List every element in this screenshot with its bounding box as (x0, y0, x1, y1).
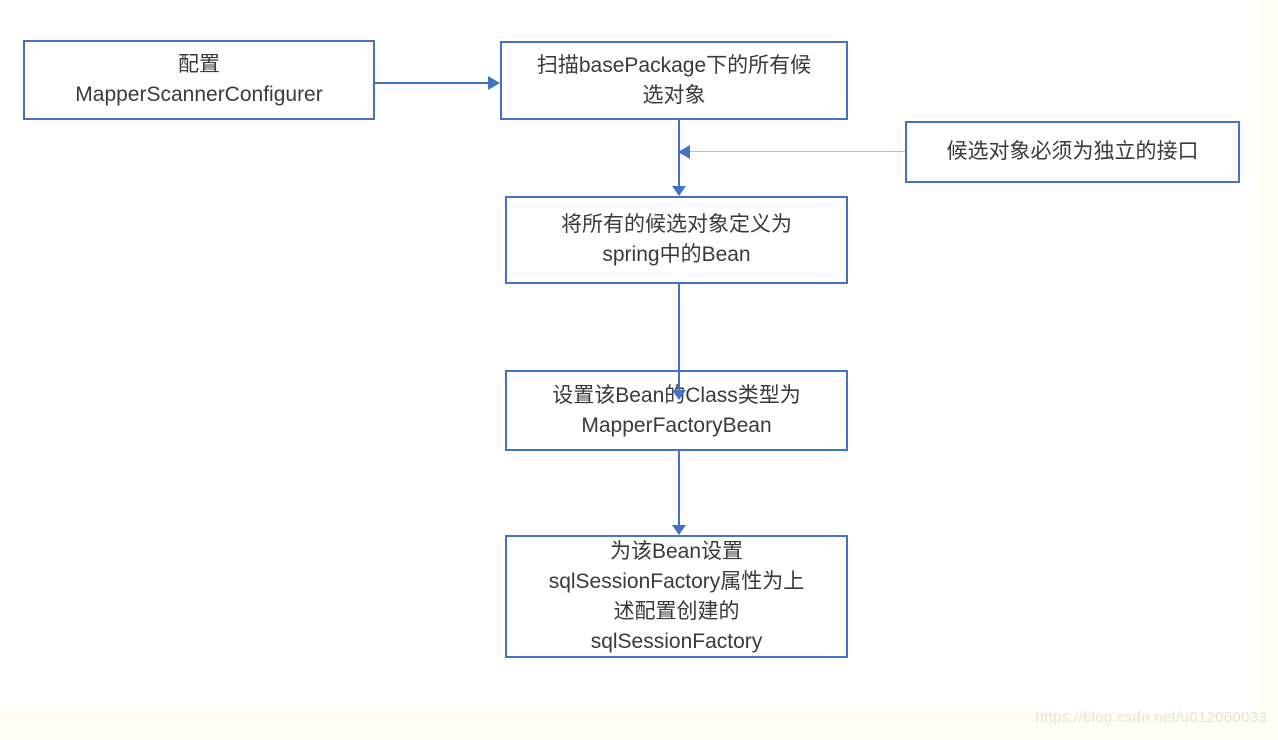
page-bottom-margin (0, 712, 1278, 740)
arrow-scan-to-define-head-icon (672, 186, 686, 196)
flow-node-set-class-mapperfactorybean: 设置该Bean的Class类型为 MapperFactoryBean (505, 370, 848, 451)
page-right-margin (1260, 0, 1278, 740)
arrow-define-to-setclass-line (678, 283, 680, 391)
flow-node-define-spring-bean: 将所有的候选对象定义为 spring中的Bean (505, 196, 848, 284)
arrow-note-to-connector-head-icon (678, 145, 690, 159)
arrow-configure-to-scan-head-icon (488, 76, 500, 90)
flow-node-scan-basepackage: 扫描basePackage下的所有候 选对象 (500, 41, 848, 120)
arrow-note-to-connector-line (690, 151, 905, 152)
arrow-configure-to-scan-line (375, 82, 488, 84)
csdn-watermark: https://blog.csdn.net/u012060033 (1035, 709, 1267, 726)
flow-node-candidate-interface-note: 候选对象必须为独立的接口 (905, 121, 1240, 183)
arrow-setclass-to-setfactory-line (678, 451, 680, 526)
flow-node-configure-mapperscannerconfigurer: 配置 MapperScannerConfigurer (23, 40, 375, 120)
arrow-setclass-to-setfactory-head-icon (672, 525, 686, 535)
arrow-define-to-setclass-head-icon (672, 390, 686, 400)
flow-node-set-sqlsessionfactory: 为该Bean设置 sqlSessionFactory属性为上 述配置创建的 sq… (505, 535, 848, 658)
